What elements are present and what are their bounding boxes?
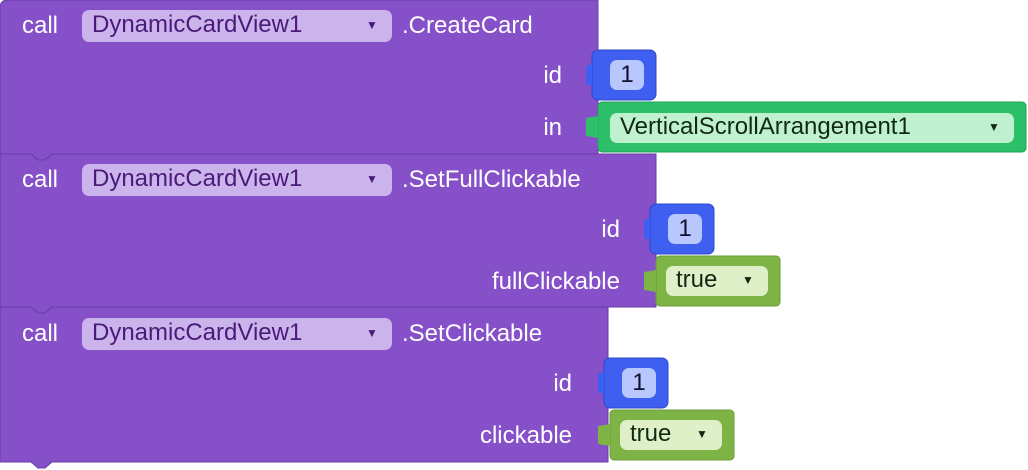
number-field[interactable]: 1 — [668, 214, 702, 244]
input-connector — [598, 424, 610, 446]
input-connector — [644, 218, 650, 240]
component-name: VerticalScrollArrangement1 — [620, 113, 911, 140]
boolean-dropdown[interactable]: true ▼ — [666, 266, 768, 296]
component-name: DynamicCardView1 — [92, 165, 303, 192]
param-label: in — [543, 114, 562, 141]
call-label: call — [22, 12, 59, 39]
number-field[interactable]: 1 — [610, 60, 644, 90]
input-connector — [586, 116, 598, 138]
param-label: fullClickable — [491, 268, 620, 295]
input-connector — [598, 372, 604, 394]
param-label: clickable — [479, 422, 572, 449]
component-dropdown[interactable]: DynamicCardView1 ▼ — [82, 318, 392, 350]
method-label: .CreateCard — [402, 12, 533, 39]
input-connector — [644, 270, 656, 292]
dropdown-arrow-icon: ▼ — [696, 427, 708, 441]
call-label: call — [22, 166, 59, 193]
component-name: DynamicCardView1 — [92, 319, 303, 346]
dropdown-arrow-icon: ▼ — [366, 172, 378, 186]
boolean-dropdown[interactable]: true ▼ — [620, 420, 722, 450]
method-label: .SetClickable — [402, 320, 543, 347]
input-connector — [586, 64, 592, 86]
dropdown-arrow-icon: ▼ — [742, 273, 754, 287]
boolean-value: true — [630, 420, 672, 447]
param-label: id — [543, 62, 562, 89]
dropdown-arrow-icon: ▼ — [988, 120, 1000, 134]
boolean-value: true — [676, 266, 718, 293]
param-label: id — [553, 370, 572, 397]
component-dropdown[interactable]: DynamicCardView1 ▼ — [82, 10, 392, 42]
call-label: call — [22, 320, 59, 347]
dropdown-arrow-icon: ▼ — [366, 18, 378, 32]
component-name: DynamicCardView1 — [92, 11, 303, 38]
param-label: id — [601, 216, 620, 243]
component-dropdown[interactable]: DynamicCardView1 ▼ — [82, 164, 392, 196]
dropdown-arrow-icon: ▼ — [366, 326, 378, 340]
component-dropdown[interactable]: VerticalScrollArrangement1 ▼ — [610, 113, 1014, 143]
number-field[interactable]: 1 — [622, 368, 656, 398]
method-label: .SetFullClickable — [402, 166, 581, 193]
